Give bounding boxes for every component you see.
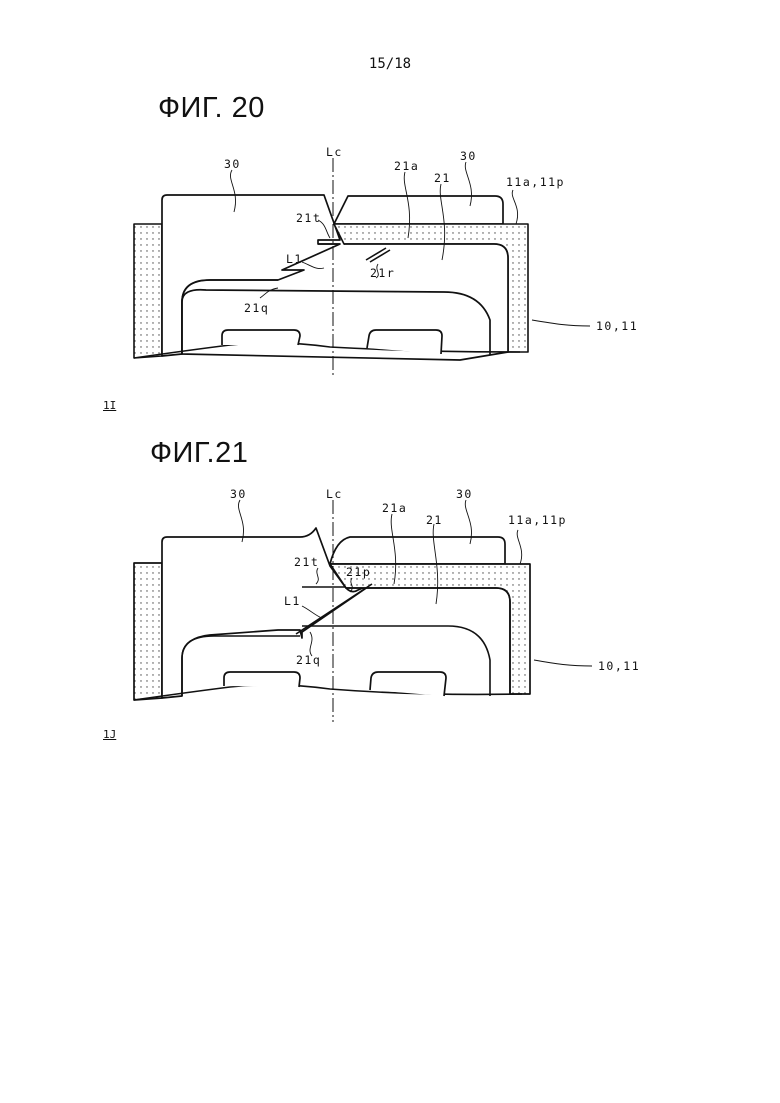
label-lc: Lc [326,487,343,501]
label-21: 21 [434,171,451,185]
label-21: 21 [426,513,443,527]
label-l1: L1 [286,252,303,266]
cover-30-right [334,196,503,224]
label-21p: 21p [346,565,371,579]
view-label-1j: 1J [103,728,116,741]
label-11a-11p: 11a,11p [508,513,567,527]
label-21t: 21t [296,211,321,225]
cover-30-right [330,537,505,564]
housing-left-wall [134,563,162,700]
label-30-right: 30 [456,487,473,501]
label-10-11: 10,11 [596,319,638,333]
label-30-left: 30 [230,487,247,501]
label-21a: 21a [382,501,407,515]
slot-left [224,672,300,687]
figure-20-drawing: 30 Lc 21a 30 21 11a,11p 21t L1 21r 21q 1… [0,140,780,380]
label-21a: 21a [394,159,419,173]
figure-20-title: ФИГ. 20 [158,92,265,125]
view-label-1i: 1I [103,399,116,412]
label-10-11: 10,11 [598,659,640,673]
figure-21-drawing: 30 Lc 21a 30 21 11a,11p 21t 21p L1 21q 1… [0,480,780,725]
label-21t: 21t [294,555,319,569]
slot-left [222,330,300,345]
label-21r: 21r [370,266,395,280]
label-lc: Lc [326,145,343,159]
label-11a-11p: 11a,11p [506,175,565,189]
label-l1: L1 [284,594,301,608]
label-30-left: 30 [224,157,241,171]
label-30-right: 30 [460,149,477,163]
housing-left-wall [134,224,162,358]
figure-21-title: ФИГ.21 [150,437,248,470]
base-contour [134,685,522,700]
page-number: 15/18 [0,56,780,72]
label-21q: 21q [296,653,321,667]
label-21q: 21q [244,301,269,315]
